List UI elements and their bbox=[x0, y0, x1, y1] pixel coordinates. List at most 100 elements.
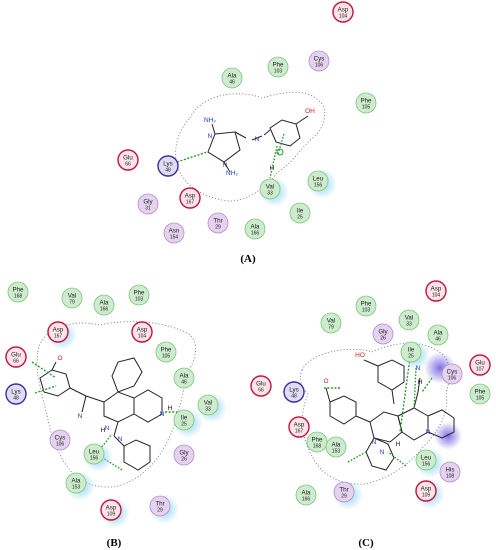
residue-number: 103 bbox=[274, 69, 283, 75]
residue-disc bbox=[250, 375, 272, 397]
residue-number: 66 bbox=[13, 359, 19, 365]
ring-centroid-a bbox=[276, 148, 284, 156]
residue-disc bbox=[157, 155, 179, 177]
residue-disc bbox=[173, 409, 195, 431]
residue-disc bbox=[7, 281, 29, 303]
residue-number: 79 bbox=[328, 325, 334, 331]
residue-number: 108 bbox=[446, 474, 455, 480]
residue-disc bbox=[332, 1, 354, 23]
residue-name: Gly bbox=[179, 450, 189, 457]
residue-name: Ala bbox=[251, 224, 261, 231]
residue-number: 25 bbox=[181, 422, 187, 428]
residue-number: 66 bbox=[258, 388, 264, 394]
residue-disc bbox=[308, 50, 330, 72]
residue-disc bbox=[173, 367, 195, 389]
residue-disc bbox=[439, 461, 461, 483]
residue-disc bbox=[131, 321, 153, 343]
residue-number: 104 bbox=[339, 14, 348, 20]
hbond-lys48-a bbox=[176, 151, 208, 163]
residue-disc bbox=[307, 170, 329, 192]
residue-number: 46 bbox=[229, 80, 235, 86]
residue-number: 46 bbox=[181, 380, 187, 386]
residue-disc bbox=[197, 394, 219, 416]
residue-name: Ile bbox=[181, 415, 188, 422]
residue-number: 48 bbox=[165, 168, 171, 174]
hbond-cys106-c bbox=[421, 377, 433, 393]
atom-label: N bbox=[208, 133, 213, 140]
residue-name: Phe bbox=[272, 62, 284, 69]
residue-number: 168 bbox=[14, 294, 23, 300]
residue-name: Glu bbox=[123, 155, 133, 162]
residue-name: Phe bbox=[160, 347, 172, 354]
panel-a bbox=[175, 91, 326, 202]
ligand-b bbox=[39, 357, 163, 471]
atom-label: N bbox=[118, 436, 123, 443]
atom-label: H bbox=[270, 165, 275, 172]
residue-name: Asp bbox=[421, 486, 432, 493]
residue-number: 25 bbox=[408, 354, 414, 360]
residue-disc bbox=[5, 346, 27, 368]
residue-number: 167 bbox=[186, 200, 195, 206]
residue-disc bbox=[427, 324, 449, 346]
residue-number: 109 bbox=[107, 512, 116, 518]
atom-label: H bbox=[418, 379, 423, 386]
residue-disc bbox=[179, 187, 201, 209]
residue-number: 106 bbox=[56, 442, 65, 448]
residue-name: Phe bbox=[133, 290, 145, 297]
residue-number: 26 bbox=[181, 457, 187, 463]
residue-disc bbox=[173, 444, 195, 466]
hbond-ile25-c bbox=[399, 357, 411, 433]
residue-number: 104 bbox=[138, 334, 147, 340]
residue-disc bbox=[221, 67, 243, 89]
residue-name: Thr bbox=[339, 487, 348, 494]
residue-number: 168 bbox=[313, 444, 322, 450]
residue-number: 103 bbox=[362, 308, 371, 314]
residue-name: Leu bbox=[89, 449, 100, 456]
residue-number: 104 bbox=[432, 293, 441, 299]
residue-name: Gly bbox=[143, 199, 153, 206]
residue-name: Thr bbox=[155, 501, 164, 508]
residue-name: Asp bbox=[294, 422, 305, 429]
panel-b-label: (B) bbox=[107, 537, 122, 549]
residue-disc bbox=[259, 178, 281, 200]
residue-name: Val bbox=[266, 184, 274, 191]
atom-label: N bbox=[105, 425, 110, 432]
atom-label: N bbox=[372, 439, 377, 446]
atom-label: H bbox=[101, 427, 106, 434]
atom-label: N bbox=[255, 136, 260, 143]
atom-label: O bbox=[323, 378, 328, 385]
residue-name: Asp bbox=[137, 327, 148, 334]
residue-disc bbox=[128, 284, 150, 306]
residue-name: Asn bbox=[169, 228, 180, 235]
residue-disc bbox=[149, 495, 171, 517]
residue-disc bbox=[207, 212, 229, 234]
residue-number: 66 bbox=[125, 162, 131, 168]
panel-c bbox=[299, 342, 462, 485]
residue-disc bbox=[469, 383, 491, 405]
residue-name: Cys bbox=[55, 435, 66, 442]
residue-number: 29 bbox=[341, 494, 347, 500]
